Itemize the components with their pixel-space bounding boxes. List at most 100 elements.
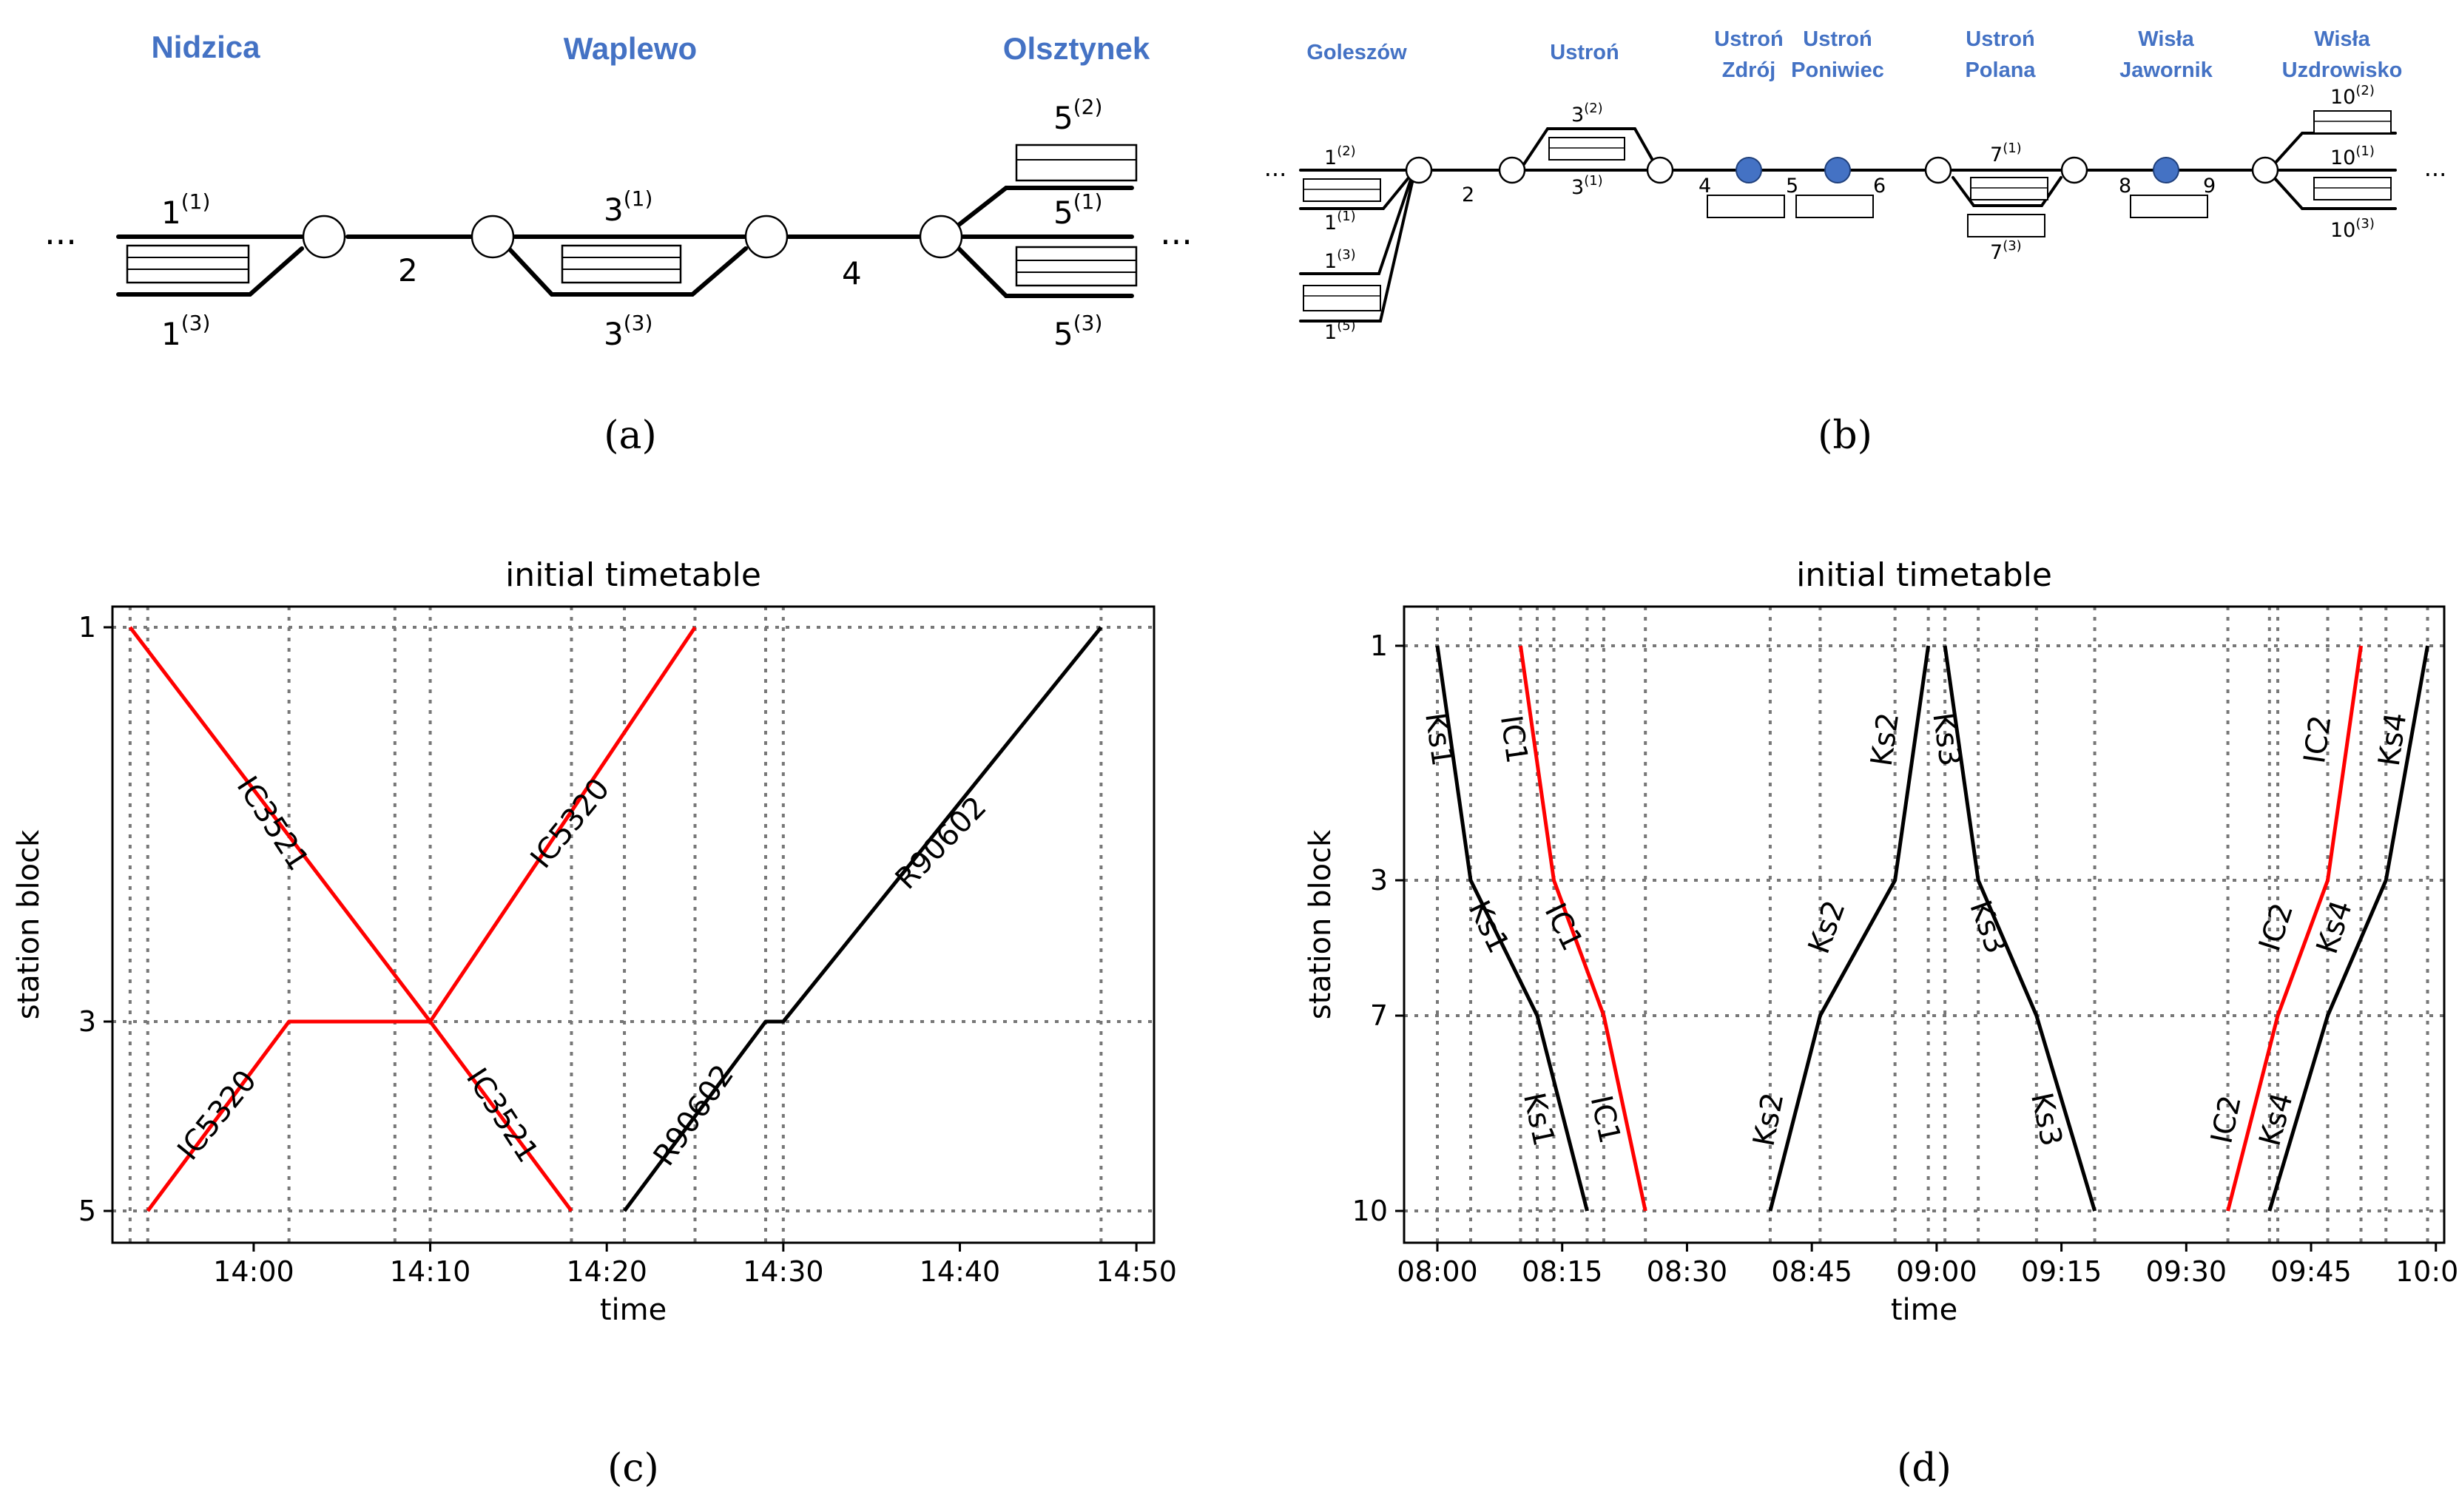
ellipsis-right-b: ... — [2424, 154, 2447, 182]
track-b-1-3 — [1299, 176, 1413, 275]
ellipsis-left-b: ... — [1264, 154, 1287, 182]
track-b-1-5 — [1299, 178, 1414, 323]
platform-nidzica — [126, 244, 250, 284]
platform-ustron-zdroj — [1707, 195, 1785, 218]
x-tick-label: 09:30 — [2146, 1255, 2227, 1288]
x-tick-label: 09:00 — [1896, 1255, 1977, 1288]
label-b-3-2: 3(2) — [1571, 101, 1603, 126]
x-tick-label: 08:00 — [1397, 1255, 1478, 1288]
label-b-7-1: 7(1) — [1990, 141, 2022, 166]
platform-ustron-poniwiec — [1795, 195, 1874, 218]
track-lines-b — [1299, 127, 2397, 323]
track-b-3-2 — [1522, 127, 1656, 166]
label-b-1-5: 1(5) — [1324, 318, 1356, 344]
series-label-ic2: IC2 — [2253, 899, 2300, 955]
label-b-3-1: 3(1) — [1571, 173, 1603, 199]
station-ustron: Ustroń — [1550, 41, 1619, 64]
track-5-2 — [957, 186, 1134, 227]
series-label-ks1: Ks1 — [1517, 1090, 1561, 1150]
label-5-1: 5(1) — [1053, 189, 1102, 231]
track-b-1-1 — [1299, 175, 1411, 210]
platform-goleszow-1 — [1303, 178, 1381, 202]
x-tick-label: 14:30 — [743, 1255, 824, 1288]
platform-wisla-jawornik — [2130, 195, 2208, 218]
y-tick-label: 10 — [1352, 1195, 1388, 1227]
label-1-1: 1(1) — [161, 189, 210, 231]
label-4: 4 — [842, 255, 862, 291]
x-tick-label: 14:20 — [566, 1255, 647, 1288]
platform-ustron-polana-1 — [1970, 177, 2048, 200]
station-ustron-polana-1: Ustroń — [1966, 27, 2034, 51]
series-label-ks3: Ks3 — [1926, 710, 1967, 768]
y-tick-label: 3 — [1370, 864, 1388, 897]
caption-b: (b) — [1818, 414, 1872, 458]
y-tick-label: 1 — [78, 611, 96, 644]
series-ks2 — [1768, 645, 1931, 1212]
label-b-6: 6 — [1873, 175, 1886, 198]
switch-node — [2251, 156, 2279, 184]
label-b-4: 4 — [1699, 175, 1711, 198]
label-b-7-3: 7(3) — [1990, 238, 2022, 264]
series-label-ic2: IC2 — [2205, 1093, 2248, 1147]
platform-olsztynek-top — [1015, 144, 1138, 182]
platforms-b — [1303, 110, 2392, 311]
series-label-ic5320: IC5320 — [171, 1064, 263, 1167]
series-label-ic1: IC1 — [1494, 713, 1534, 766]
chart-title: initial timetable — [1796, 556, 2052, 594]
y-tick-label: 7 — [1370, 999, 1388, 1032]
track-lines — [116, 186, 1134, 298]
label-3-3: 3(3) — [604, 311, 652, 352]
stop-node — [1824, 157, 1851, 183]
series-label-ic1: IC1 — [1538, 898, 1590, 956]
label-b-5: 5 — [1786, 175, 1798, 198]
series-ic1 — [1518, 645, 1647, 1212]
station-wisla-jawornik-1: Wisła — [2138, 27, 2194, 51]
series-label-ks3: Ks3 — [1963, 896, 2013, 958]
switch-node — [302, 215, 346, 259]
switch-nodes-b — [1405, 156, 2279, 184]
station-ustron-polana-2: Polana — [1965, 58, 2036, 82]
label-5-3: 5(3) — [1053, 311, 1102, 352]
station-ustron-zdroj-1: Ustroń — [1714, 27, 1783, 51]
label-b-10-1: 10(1) — [2330, 144, 2375, 169]
platforms — [126, 144, 1138, 287]
caption: (c) — [607, 1446, 659, 1491]
ellipsis-left: ... — [44, 212, 77, 252]
x-tick-label: 14:50 — [1096, 1255, 1177, 1288]
switch-node — [919, 215, 963, 259]
x-tick-label: 14:00 — [213, 1255, 294, 1288]
station-nidzica: Nidzica — [151, 30, 260, 64]
station-labels-b: Goleszów Ustroń Ustroń Zdrój Ustroń Poni… — [1306, 27, 2402, 82]
series-label-ks2: Ks2 — [1865, 710, 1906, 768]
y-tick-label: 5 — [78, 1195, 96, 1227]
track-b-10-3 — [2273, 176, 2397, 210]
platform-wisla-uzdrowisko-2 — [2313, 177, 2392, 200]
x-tick-label: 14:40 — [920, 1255, 1001, 1288]
panel-a-track-diagram: Nidzica Waplewo Olsztynek ... ... — [44, 30, 1193, 458]
series-label-ic2: IC2 — [2298, 713, 2338, 766]
platform-goleszow-2 — [1303, 285, 1381, 311]
plot-frame — [111, 605, 1156, 1244]
platform-wisla-uzdrowisko-1 — [2313, 110, 2392, 134]
label-b-1-1: 1(1) — [1324, 209, 1356, 234]
x-tick-label: 09:15 — [2021, 1255, 2102, 1288]
switch-node — [470, 215, 515, 259]
x-tick-label: 08:30 — [1647, 1255, 1728, 1288]
platform-ustron — [1548, 137, 1625, 161]
x-tick-label: 14:10 — [390, 1255, 471, 1288]
label-b-10-3: 10(3) — [2330, 216, 2375, 242]
station-goleszow: Goleszów — [1306, 41, 1407, 64]
station-ustron-zdroj-2: Zdrój — [1722, 58, 1776, 82]
track-labels: 1(1) 1(3) 2 3(1) 3(3) 4 5(2) 5(1) 5(3) — [161, 95, 1102, 352]
station-ustron-poniwiec-1: Ustroń — [1803, 27, 1872, 51]
label-b-9: 9 — [2203, 175, 2216, 198]
plot-frame — [1403, 605, 2446, 1244]
track-1-3 — [116, 246, 304, 297]
label-2: 2 — [398, 252, 418, 288]
label-b-1-2: 1(2) — [1324, 144, 1356, 169]
series-ks3 — [1943, 645, 2097, 1212]
switch-nodes — [302, 215, 963, 259]
series-label-ks4: Ks4 — [2372, 710, 2414, 768]
